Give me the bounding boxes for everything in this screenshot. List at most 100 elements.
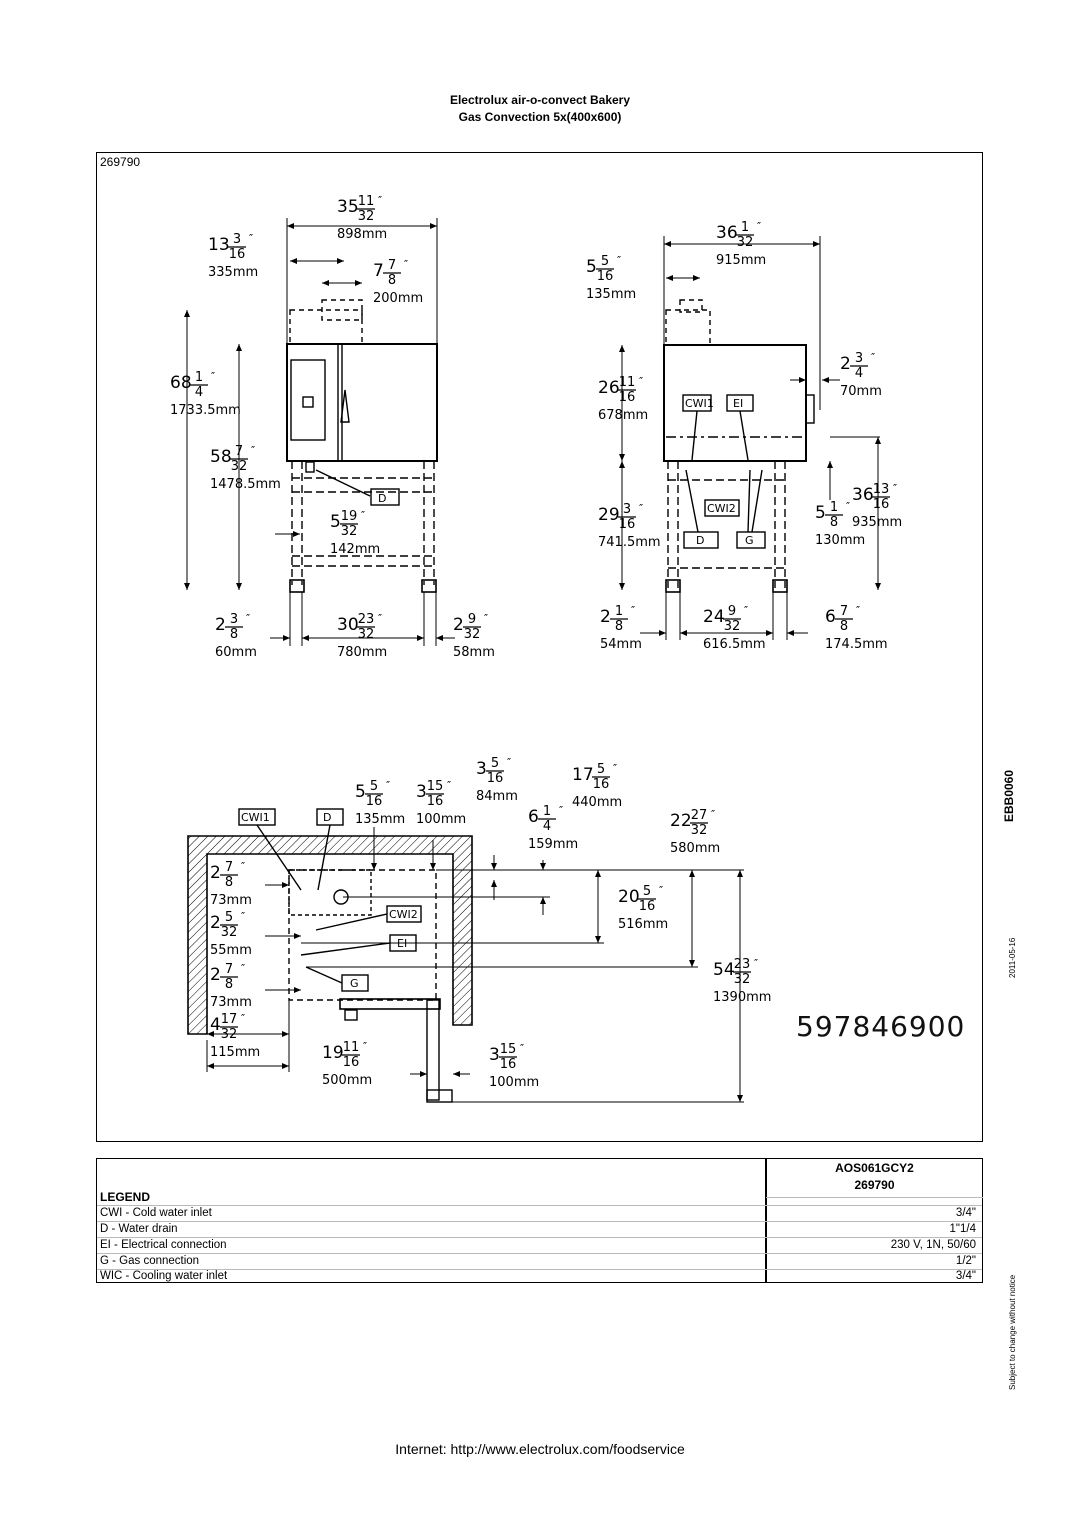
dimension-whole: 3: [416, 782, 427, 802]
legend-row-value: 3/4": [955, 1270, 976, 1282]
document-code: EBB0060: [1002, 769, 1016, 822]
side-label-cwi2: CWI2: [707, 502, 736, 515]
dimension-denominator: 8: [840, 619, 848, 634]
inch-mark: ″: [846, 500, 850, 513]
dimension-mm: 159mm: [528, 837, 578, 852]
dimension-whole: 19: [322, 1043, 344, 1063]
dimension-whole: 20: [618, 887, 640, 907]
dimension-numerator: 7: [840, 604, 848, 619]
dimension-whole: 30: [337, 615, 359, 635]
side-label-g: G: [745, 534, 754, 547]
top-label-g: G: [350, 977, 359, 990]
dimension-numerator: 1: [543, 804, 551, 819]
dimension-numerator: 7: [225, 962, 233, 977]
dimension-mm: 1390mm: [713, 990, 771, 1005]
dimension-mm: 73mm: [210, 995, 252, 1010]
dimension-whole: 6: [825, 607, 836, 627]
dimension-numerator: 15: [427, 779, 444, 794]
dimension-denominator: 8: [830, 515, 838, 530]
dimension-numerator: 11: [343, 1040, 360, 1055]
model-id: 269790: [854, 1178, 895, 1192]
front-view: [184, 218, 455, 646]
front-label-d: D: [378, 492, 386, 505]
dimension-mm: 58mm: [453, 645, 495, 660]
dimension-denominator: 32: [358, 209, 375, 224]
inch-mark: ″: [378, 612, 382, 625]
dimension-numerator: 5: [643, 884, 651, 899]
dimension-numerator: 7: [235, 444, 243, 459]
dimension-denominator: 16: [500, 1057, 517, 1072]
dimension-denominator: 4: [195, 385, 203, 400]
inch-mark: ″: [639, 502, 643, 515]
dimension-mm: 516mm: [618, 917, 668, 932]
inch-mark: ″: [639, 375, 643, 388]
top-label-ei: EI: [397, 937, 407, 950]
front-view-labels: D: [378, 492, 386, 505]
inch-mark: ″: [241, 860, 245, 873]
legend-row-label: D - Water drain: [100, 1223, 178, 1235]
dimension-whole: 36: [852, 485, 874, 505]
dimension-mm: 135mm: [586, 287, 636, 302]
dimension-whole: 35: [337, 197, 359, 217]
inch-mark: ″: [447, 779, 451, 792]
legend-row-value: 230 V, 1N, 50/60: [890, 1239, 976, 1251]
inch-mark: ″: [744, 604, 748, 617]
inch-mark: ″: [211, 370, 215, 383]
change-notice: Subject to change without notice: [1008, 1274, 1017, 1390]
dimension-numerator: 5: [601, 254, 609, 269]
dimension-denominator: 32: [221, 1027, 238, 1042]
dimension-whole: 7: [373, 261, 384, 281]
legend-title: LEGEND: [100, 1190, 151, 1204]
dimension-mm: 616.5mm: [703, 637, 766, 652]
dimension-denominator: 32: [221, 925, 238, 940]
dimension-whole: 58: [210, 447, 232, 467]
dimension-whole: 6: [528, 807, 539, 827]
inch-mark: ″: [363, 1040, 367, 1053]
inch-mark: ″: [241, 1012, 245, 1025]
dimension-numerator: 23: [358, 612, 375, 627]
inch-mark: ″: [659, 884, 663, 897]
dimension-numerator: 5: [370, 779, 378, 794]
dimension-mm: 935mm: [852, 515, 902, 530]
inch-mark: ″: [386, 779, 390, 792]
dimension-whole: 2: [215, 615, 226, 635]
dimension-numerator: 3: [623, 502, 631, 517]
top-label-cwi1: CWI1: [241, 811, 270, 824]
dimension-denominator: 16: [873, 497, 890, 512]
header-line-2: Gas Convection 5x(400x600): [458, 110, 622, 124]
dimension-numerator: 7: [388, 258, 396, 273]
dimension-mm: 73mm: [210, 893, 252, 908]
dimension-numerator: 9: [468, 612, 476, 627]
legend-rule: [97, 1253, 982, 1254]
document-date: 2011-05-16: [1008, 937, 1017, 978]
inch-mark: ″: [361, 509, 365, 522]
inch-mark: ″: [893, 482, 897, 495]
legend-row-label: CWI - Cold water inlet: [100, 1207, 212, 1219]
dimension-mm: 70mm: [840, 384, 882, 399]
dimension-numerator: 1: [615, 604, 623, 619]
dimension-denominator: 8: [615, 619, 623, 634]
dimension-mm: 1478.5mm: [210, 477, 281, 492]
legend-row-value: 1/2": [955, 1255, 976, 1267]
dimension-numerator: 1: [741, 220, 749, 235]
dimension-denominator: 16: [366, 794, 383, 809]
dimension-mm: 1733.5mm: [170, 403, 241, 418]
dimension-mm: 142mm: [330, 542, 380, 557]
inch-mark: ″: [241, 910, 245, 923]
dimension-denominator: 16: [229, 247, 246, 262]
